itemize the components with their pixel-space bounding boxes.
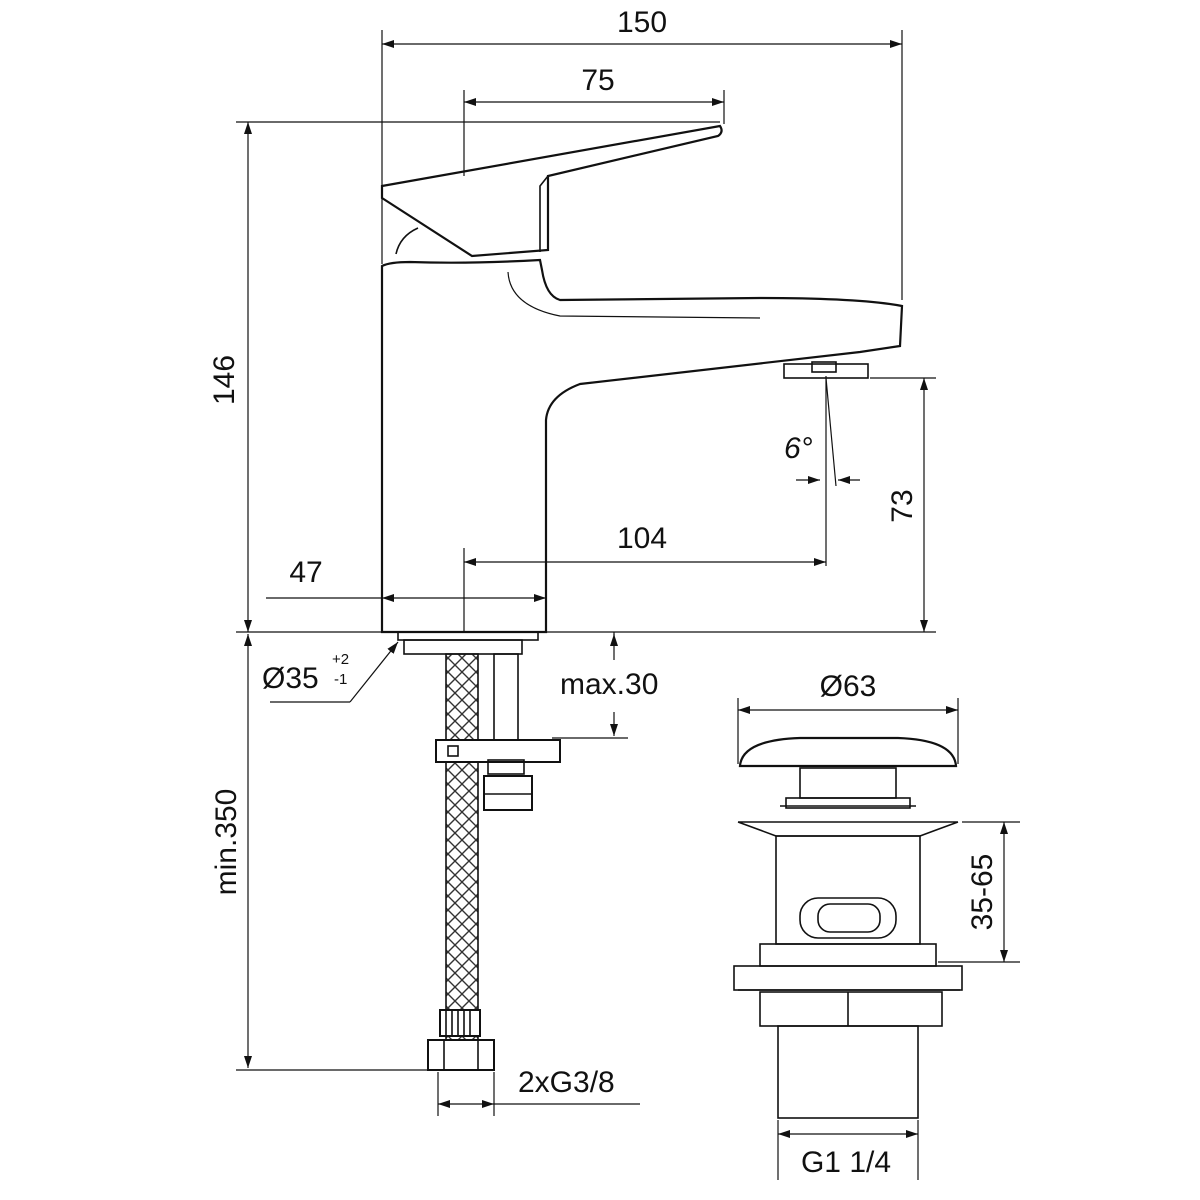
dim-base-diameter: Ø35	[262, 662, 319, 695]
dim-base-tol-upper: +2	[332, 651, 349, 668]
waste-outline	[733, 736, 963, 1119]
dim-angle: 6°	[784, 432, 813, 465]
dim-thread: G1 1/4	[801, 1146, 891, 1179]
dim-base-tol-lower: -1	[334, 671, 347, 688]
dim-hose-thread: 2xG3/8	[518, 1066, 615, 1099]
dim-cap-diameter: Ø63	[820, 670, 877, 703]
fixing-plate	[435, 739, 561, 763]
waste-dimensions	[737, 698, 1020, 1180]
dim-hose-length: min.350	[210, 789, 243, 896]
dim-height: 146	[208, 355, 241, 405]
threaded-rod	[493, 653, 519, 745]
dim-lever-length: 75	[581, 64, 614, 97]
faucet-outline	[380, 124, 904, 655]
dim-body-range: 35-65	[966, 854, 999, 931]
dim-width-total: 150	[617, 6, 667, 39]
fixing-nut	[483, 775, 533, 811]
mounting-assembly	[427, 653, 561, 1071]
flexible-hose	[445, 653, 479, 1057]
hose-nut	[427, 1039, 495, 1071]
dim-max-thickness: max.30	[560, 668, 658, 701]
dim-spout-height: 73	[886, 489, 919, 522]
dim-axis-offset: 47	[289, 556, 322, 589]
dim-spout-reach: 104	[617, 522, 667, 555]
faucet-dimensions	[236, 30, 936, 1116]
